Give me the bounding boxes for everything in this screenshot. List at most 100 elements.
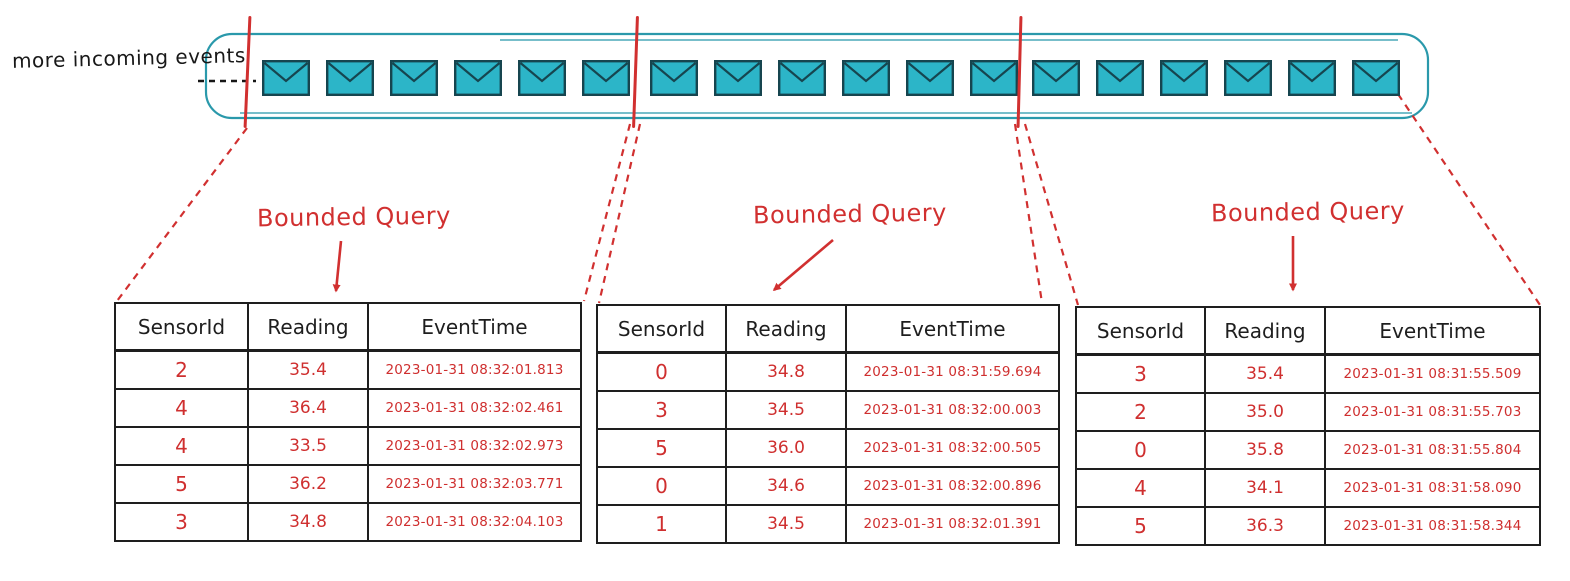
boundary2-connector-table2-left xyxy=(597,123,642,304)
col-header-eventtime: EventTime xyxy=(1324,306,1541,356)
envelope-icon xyxy=(1096,60,1144,96)
table-cell: 33.5 xyxy=(247,426,369,466)
table-cell: 2023-01-31 08:32:03.771 xyxy=(367,464,582,504)
table-cell: 2023-01-31 08:32:01.391 xyxy=(845,504,1060,544)
envelope-icon xyxy=(650,60,698,96)
table-cell: 2023-01-31 08:32:02.461 xyxy=(367,388,582,428)
table-cell: 3 xyxy=(114,502,249,542)
envelope-icon xyxy=(778,60,826,96)
table-header-row: SensorId Reading EventTime xyxy=(1075,306,1541,356)
table-cell: 0 xyxy=(1075,430,1206,470)
col-header-eventtime: EventTime xyxy=(845,304,1060,354)
table-cell: 35.4 xyxy=(247,349,369,390)
table-cell: 36.4 xyxy=(247,388,369,428)
col-header-reading: Reading xyxy=(247,302,369,352)
table-cell: 2023-01-31 08:32:02.973 xyxy=(367,426,582,466)
envelope-icon xyxy=(262,60,310,96)
boundary3-connector-table2-right xyxy=(1013,123,1044,304)
table-cell: 36.3 xyxy=(1204,506,1326,546)
envelope-icon xyxy=(518,60,566,96)
table-cell: 4 xyxy=(114,388,249,428)
table-cell: 2023-01-31 08:31:55.804 xyxy=(1324,430,1541,470)
table-cell: 35.0 xyxy=(1204,392,1326,432)
boundary1-connector-table1-left xyxy=(116,127,248,302)
table-cell: 35.4 xyxy=(1204,353,1326,394)
table-header-row: SensorId Reading EventTime xyxy=(596,304,1060,354)
table-cell: 5 xyxy=(596,428,727,468)
table-cell: 34.1 xyxy=(1204,468,1326,508)
table-cell: 34.6 xyxy=(725,466,847,506)
envelope-icon xyxy=(906,60,954,96)
boundary2-connector-table1-right xyxy=(582,123,632,302)
table-cell: 2 xyxy=(1075,392,1206,432)
stream-end-connector-table3-right xyxy=(1397,93,1541,306)
envelope-icon xyxy=(714,60,762,96)
table-cell: 3 xyxy=(596,390,727,430)
table-cell: 36.2 xyxy=(247,464,369,504)
table-cell: 5 xyxy=(114,464,249,504)
col-header-sensorid: SensorId xyxy=(114,302,249,352)
window-boundary-2 xyxy=(632,15,640,129)
envelope-icon xyxy=(390,60,438,96)
envelope-icon xyxy=(970,60,1018,96)
event-stream-container xyxy=(204,32,1430,120)
col-header-reading: Reading xyxy=(725,304,847,354)
table-cell: 36.0 xyxy=(725,428,847,468)
table-cell: 4 xyxy=(114,426,249,466)
bounded-query-label-1: Bounded Query xyxy=(256,201,452,233)
table-cell: 35.8 xyxy=(1204,430,1326,470)
envelope-icon xyxy=(326,60,374,96)
table-cell: 2023-01-31 08:32:04.103 xyxy=(367,502,582,542)
table-cell: 2023-01-31 08:32:01.813 xyxy=(367,349,582,390)
table-cell: 2023-01-31 08:32:00.505 xyxy=(845,428,1060,468)
bounded-query-label-2: Bounded Query xyxy=(752,198,948,230)
col-header-eventtime: EventTime xyxy=(367,302,582,352)
table-cell: 1 xyxy=(596,504,727,544)
envelope-icon xyxy=(1288,60,1336,96)
table-cell: 2023-01-31 08:31:55.509 xyxy=(1324,353,1541,394)
envelope-icon xyxy=(1032,60,1080,96)
boundary3-connector-table3-left xyxy=(1023,123,1080,306)
bounded-query-arrow-2 xyxy=(772,239,834,291)
envelope-icon xyxy=(454,60,502,96)
table-cell: 2023-01-31 08:31:55.703 xyxy=(1324,392,1541,432)
table-cell: 34.8 xyxy=(725,351,847,392)
envelope-icon xyxy=(1160,60,1208,96)
table-header-row: SensorId Reading EventTime xyxy=(114,302,582,352)
table-cell: 2023-01-31 08:31:58.090 xyxy=(1324,468,1541,508)
table-cell: 2 xyxy=(114,349,249,390)
col-header-sensorid: SensorId xyxy=(1075,306,1206,356)
table-cell: 0 xyxy=(596,466,727,506)
window-boundary-3 xyxy=(1016,15,1023,129)
bounded-query-arrow-1 xyxy=(332,240,343,293)
table-cell: 5 xyxy=(1075,506,1206,546)
table-cell: 2023-01-31 08:32:00.896 xyxy=(845,466,1060,506)
table-cell: 34.5 xyxy=(725,504,847,544)
incoming-events-label: more incoming events xyxy=(11,43,247,73)
col-header-sensorid: SensorId xyxy=(596,304,727,354)
envelope-icon xyxy=(582,60,630,96)
envelope-icon xyxy=(842,60,890,96)
table-cell: 4 xyxy=(1075,468,1206,508)
table-cell: 0 xyxy=(596,351,727,392)
table-cell: 2023-01-31 08:32:00.003 xyxy=(845,390,1060,430)
